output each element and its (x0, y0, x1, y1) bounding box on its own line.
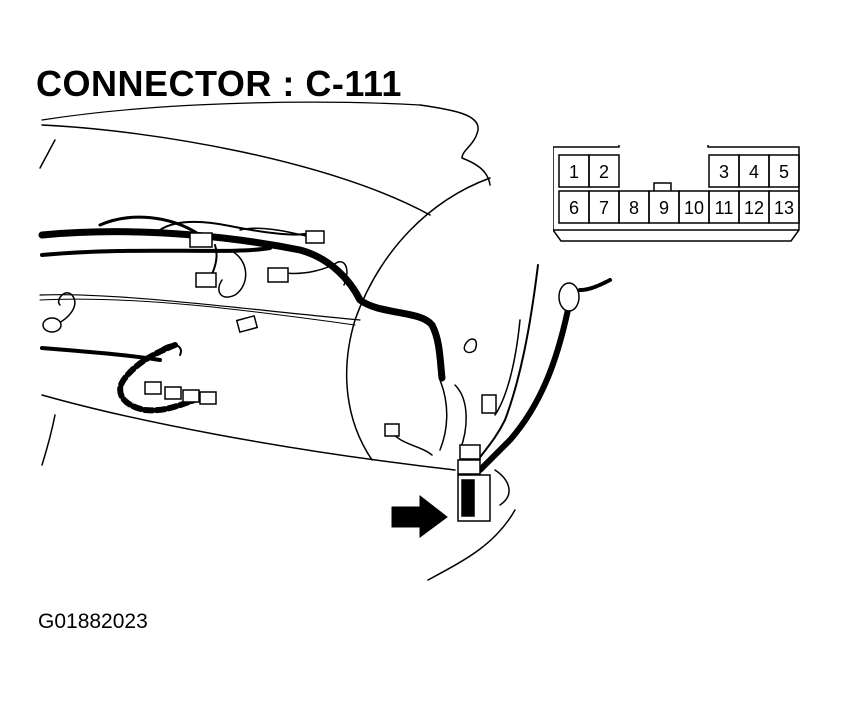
ground-terminal (42, 317, 62, 333)
pin-2: 2 (599, 162, 609, 182)
pin-4: 4 (749, 162, 759, 182)
pin-7: 7 (599, 198, 609, 218)
panel-middle-line (39, 294, 361, 321)
panel-left-lower (41, 414, 56, 466)
pin-5: 5 (779, 162, 789, 182)
panel-bottom-edge (41, 394, 456, 471)
c111-connector-face (461, 479, 475, 517)
bracket-wire (463, 338, 477, 354)
harness-branch-top (98, 215, 202, 237)
harness-connector-4 (267, 267, 289, 283)
relay-block-1 (459, 444, 481, 460)
harness-branch-1 (159, 220, 306, 236)
harness-branch-4 (284, 261, 348, 286)
pin-10: 10 (684, 198, 704, 218)
riser-wire-5 (454, 384, 467, 451)
ground-wire (54, 292, 76, 326)
riser-wire-2 (477, 297, 573, 473)
pin-9: 9 (659, 198, 669, 218)
location-arrow (391, 494, 448, 538)
connector-pinout-diagram: 1 2 3 4 5 6 7 8 9 10 11 12 13 (553, 145, 800, 242)
pin-8: 8 (629, 198, 639, 218)
panel-left-notch (39, 139, 56, 169)
harness-branch-5 (239, 227, 311, 238)
pin-11: 11 (715, 198, 734, 218)
grommet (558, 282, 580, 312)
harness-connector-3 (195, 272, 217, 288)
harness-connector-8 (182, 389, 200, 403)
harness-branch-3 (218, 249, 247, 298)
harness-connector-5 (235, 314, 259, 334)
pinout-latch-key (653, 182, 672, 191)
lower-harness-wire (159, 343, 182, 356)
main-harness-2 (40, 246, 272, 257)
pin-13: 13 (774, 198, 794, 218)
harness-connector-1 (189, 232, 213, 248)
harness-connector-10 (384, 423, 400, 437)
connector-title: CONNECTOR : C-111 (36, 63, 402, 104)
riser-wire-7 (494, 469, 510, 506)
harness-connector-9 (199, 391, 217, 405)
pin-6: 6 (569, 198, 579, 218)
pinout-outline (553, 145, 800, 242)
harness-connector-7 (164, 386, 182, 400)
riser-wire-4 (439, 379, 448, 451)
pin-1: 1 (569, 162, 579, 182)
grommet-wire (578, 278, 612, 292)
relay-block-2 (457, 459, 481, 475)
figure-code: G01882023 (38, 610, 148, 633)
harness-connector-6 (144, 381, 162, 395)
panel-lower-sweep (427, 509, 516, 581)
lower-harness (40, 346, 162, 362)
panel-top-contour (41, 101, 421, 121)
riser-wire-3 (494, 319, 521, 416)
panel-upper-edge (41, 124, 431, 216)
pin-3: 3 (719, 162, 729, 182)
pin-12: 12 (744, 198, 764, 218)
riser-wire-1 (477, 264, 539, 461)
harness-connector-2 (305, 230, 325, 244)
main-harness (38, 228, 446, 382)
bracket-clip (481, 394, 497, 414)
panel-middle-line-2 (39, 298, 356, 326)
panel-upper-edge-2 (419, 104, 491, 186)
lower-harness-taped (117, 342, 203, 414)
